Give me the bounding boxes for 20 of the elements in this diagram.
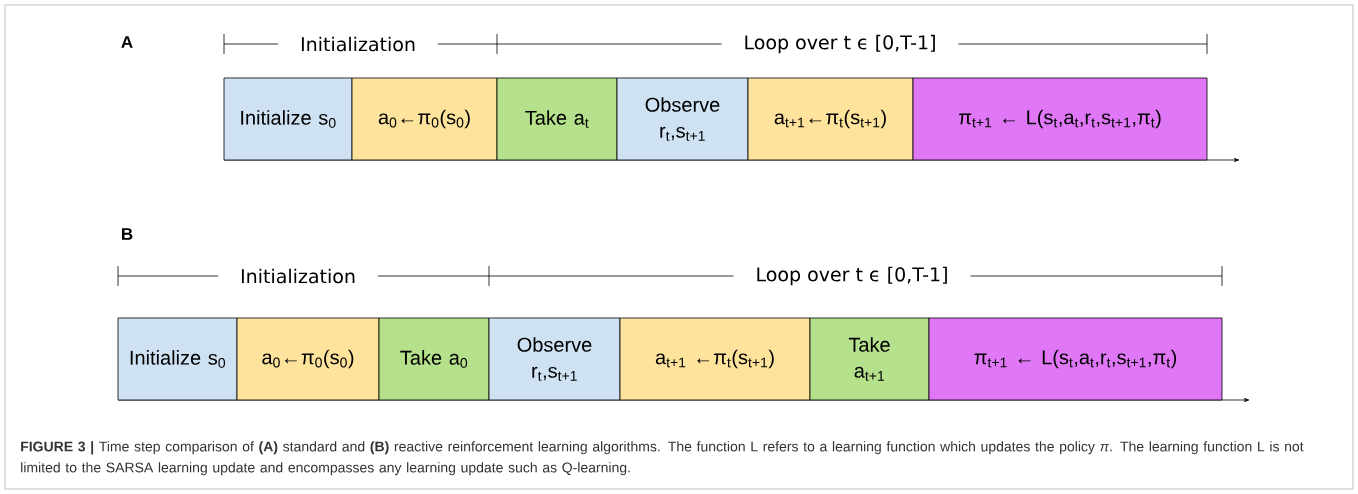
phase-label: Loop over t ϵ [0,T-1] (733, 264, 971, 288)
phase-label: Initialization (218, 266, 378, 286)
panel-letter: B (122, 228, 133, 240)
phase-label: Initialization (278, 34, 438, 54)
step-box: a$_{0}$←π$_{0}$(s$_{0}$) (351, 77, 498, 161)
figure-caption: FIGURE 3 | Time step comparison of (A) standard and (B) reactive reinforcement learning algorithms. The function L refers to a learning function which updates the policy π. The learning function L is not limited to the SARSA learning update and encompasses any learning update such as Q-learning. (21, 441, 1304, 476)
step-box: Take a$_{t+1}$ (809, 317, 930, 401)
panel-letter: A (121, 36, 133, 48)
step-box: Initialize s$_{0}$ (117, 317, 238, 401)
step-box: Take a$_{0}$ (378, 317, 490, 401)
step-box: Observe r$_{t}$,s$_{t+1}$ (616, 77, 749, 161)
step-box: a$_{t+1}$ ←π$_{t}$(s$_{t+1}$) (619, 317, 811, 401)
step-box: π$_{t+1}$ ← L(s$_{t}$,a$_{t}$,r$_{t}$,s$_{t+1}$,π$_{t}$) (912, 77, 1208, 161)
step-box: Observe r$_{t}$,s$_{t+1}$ (488, 317, 621, 401)
step-box: π$_{t+1}$ ← L(s$_{t}$,a$_{t}$,r$_{t}$,s$_{t+1}$,π$_{t}$) (928, 317, 1223, 401)
phase-label: Loop over t ϵ [0,T-1] (721, 32, 959, 56)
step-box: a$_{t+1}$←π$_{t}$(s$_{t+1}$) (747, 77, 914, 161)
step-box: Take a$_{t}$ (496, 77, 618, 161)
step-box: a$_{0}$←π$_{0}$(s$_{0}$) (236, 317, 380, 401)
step-box: Initialize s$_{0}$ (223, 77, 353, 161)
